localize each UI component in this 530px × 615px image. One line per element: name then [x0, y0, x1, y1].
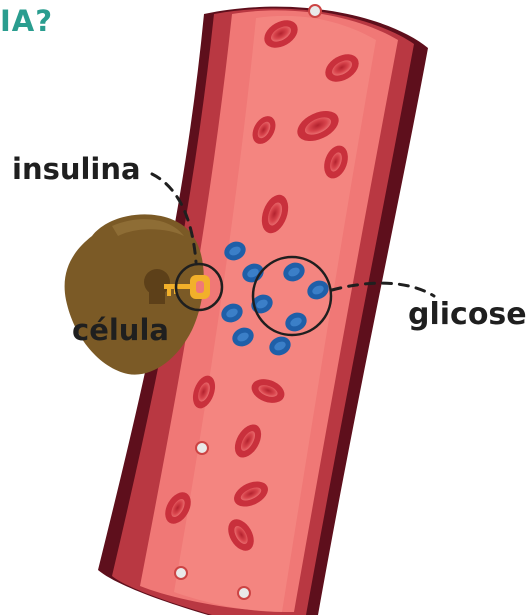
label-insulina: insulina: [12, 152, 141, 186]
label-celula: célula: [72, 313, 169, 347]
label-glicose: glicose: [408, 297, 527, 332]
page-title-fragment: IA?: [0, 4, 53, 38]
